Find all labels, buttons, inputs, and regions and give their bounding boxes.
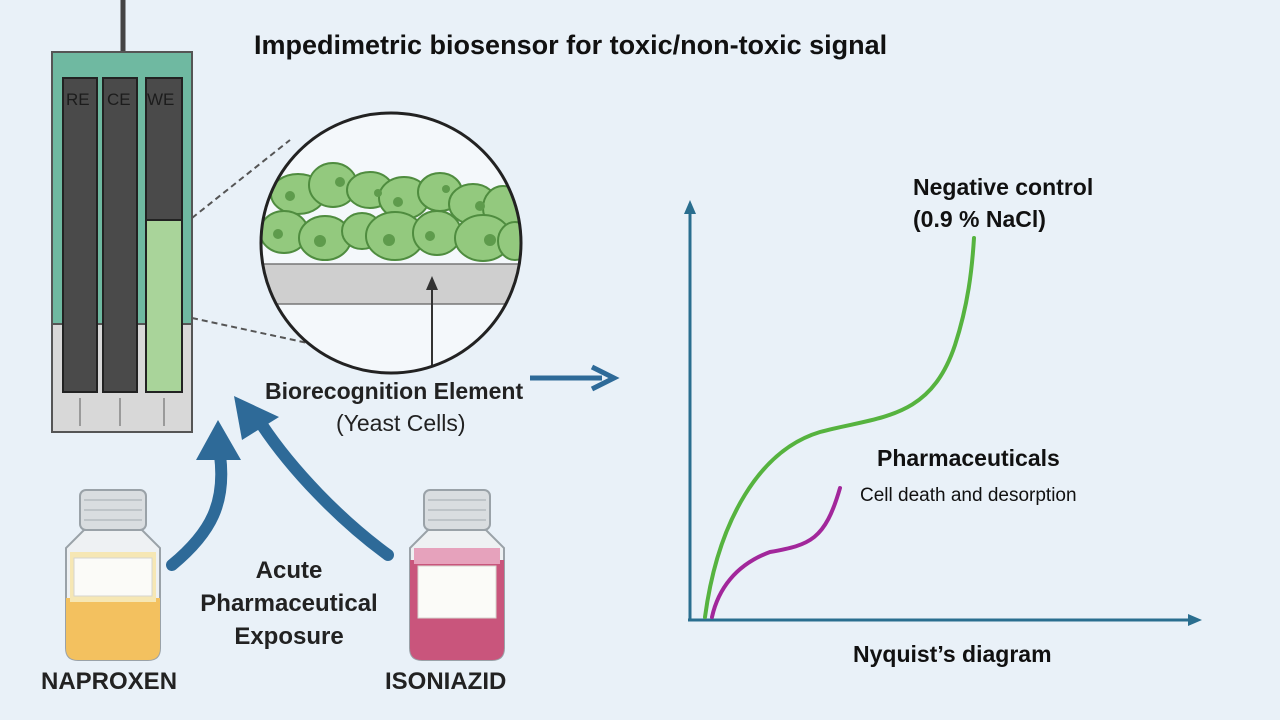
electrode-label-we: WE bbox=[147, 90, 175, 109]
negative-control-label: Negative control (0.9 % NaCl) bbox=[913, 171, 1093, 235]
reference-electrode-strip bbox=[62, 77, 98, 393]
electrode-label-ce: CE bbox=[107, 90, 131, 109]
pharmaceuticals-note: Cell death and desorption bbox=[860, 485, 1077, 506]
naproxen-label: NAPROXEN bbox=[41, 668, 178, 695]
y-axis-arrowhead bbox=[684, 200, 696, 214]
magnified-yeast-view bbox=[261, 113, 521, 373]
zoom-line-bottom bbox=[191, 317, 341, 351]
pharmaceuticals-label: Pharmaceuticals bbox=[877, 445, 1060, 471]
naproxen-bottle bbox=[65, 489, 161, 661]
screen-printed-electrode bbox=[51, 51, 193, 433]
working-electrode-strip bbox=[145, 77, 183, 221]
working-electrode-area bbox=[145, 219, 183, 393]
isoniazid-label: ISONIAZID bbox=[385, 668, 507, 695]
isoniazid-bottle bbox=[409, 489, 505, 661]
pharmaceuticals-curve bbox=[710, 486, 842, 619]
x-axis-arrowhead bbox=[1188, 614, 1202, 626]
biorecognition-subtitle: (Yeast Cells) bbox=[336, 410, 466, 436]
negative-control-detail: (0.9 % NaCl) bbox=[913, 206, 1046, 232]
exposure-arrow-right bbox=[256, 419, 394, 561]
exposure-label: Acute Pharmaceutical Exposure bbox=[200, 557, 378, 650]
exposure-arrow-left bbox=[166, 449, 228, 571]
counter-electrode-strip bbox=[102, 77, 138, 393]
page-title: Impedimetric biosensor for toxic/non-tox… bbox=[254, 30, 888, 60]
electrode-label-re: RE bbox=[66, 90, 90, 109]
flow-arrow-head bbox=[590, 364, 620, 392]
exposure-arrow-left-head bbox=[196, 420, 241, 460]
exposure-arrow-right-head bbox=[234, 396, 279, 440]
zoom-line-top bbox=[191, 139, 291, 219]
nyquist-axis-title: Nyquist’s diagram bbox=[853, 641, 1052, 667]
biorecognition-title: Biorecognition Element bbox=[265, 378, 524, 404]
negative-control-title: Negative control bbox=[913, 174, 1094, 200]
magnifier-ring bbox=[259, 111, 523, 375]
negative-control-curve bbox=[703, 236, 976, 619]
